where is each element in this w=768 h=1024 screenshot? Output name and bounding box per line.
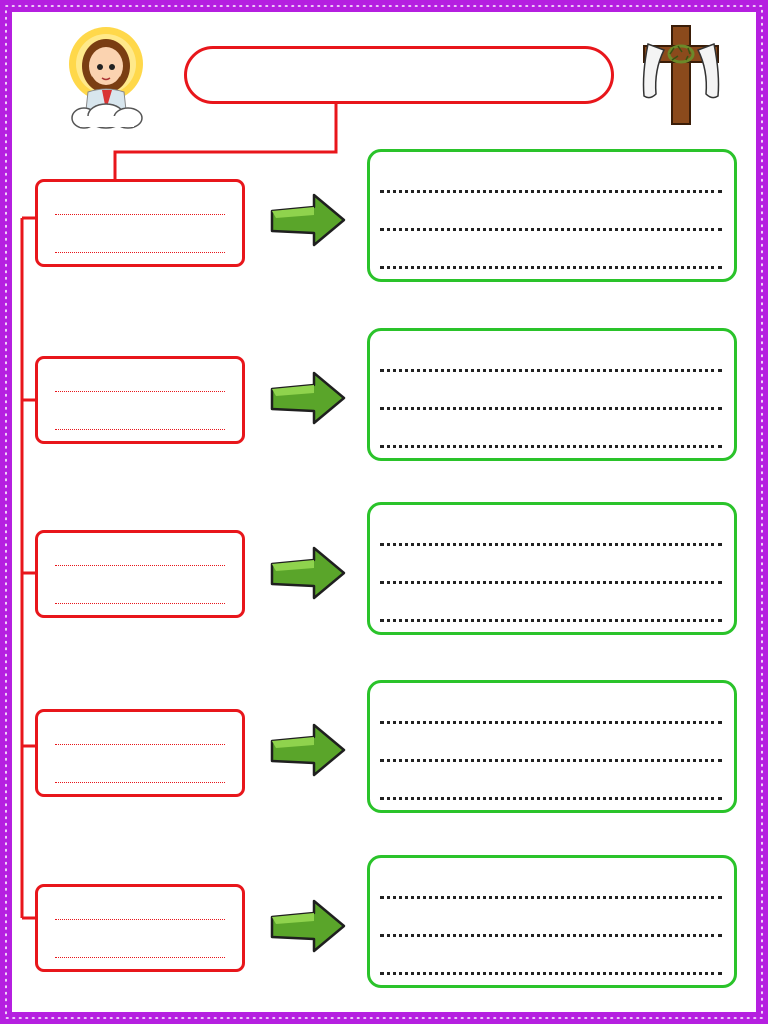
answer-line-1a <box>380 190 722 193</box>
jesus-cartoon-icon <box>69 27 143 129</box>
answer-line-1b <box>380 228 722 231</box>
label-line-3a <box>55 565 225 566</box>
label-line-3b <box>55 603 225 604</box>
answer-line-4c <box>380 797 722 800</box>
label-line-5a <box>55 919 225 920</box>
answer-line-2b <box>380 407 722 410</box>
right-arrow-icon <box>270 371 346 425</box>
right-arrow-icon <box>270 546 346 600</box>
answer-line-3a <box>380 543 722 546</box>
answer-line-2c <box>380 445 722 448</box>
answer-line-3b <box>380 581 722 584</box>
cross-with-cloth-and-crown-icon <box>642 25 720 125</box>
answer-line-5b <box>380 934 722 937</box>
label-box-1[interactable] <box>35 179 245 267</box>
answer-line-5c <box>380 972 722 975</box>
right-arrow-icon <box>270 899 346 953</box>
label-box-3[interactable] <box>35 530 245 618</box>
label-box-5[interactable] <box>35 884 245 972</box>
right-arrow-icon <box>270 193 346 247</box>
answer-line-5a <box>380 896 722 899</box>
answer-box-1[interactable] <box>367 149 737 282</box>
label-line-1a <box>55 214 225 215</box>
answer-box-5[interactable] <box>367 855 737 988</box>
label-line-2b <box>55 429 225 430</box>
answer-line-4a <box>380 721 722 724</box>
answer-line-2a <box>380 369 722 372</box>
label-line-4a <box>55 744 225 745</box>
right-arrow-icon <box>270 723 346 777</box>
answer-line-1c <box>380 266 722 269</box>
label-line-5b <box>55 957 225 958</box>
label-line-2a <box>55 391 225 392</box>
title-box[interactable] <box>184 46 614 104</box>
label-box-4[interactable] <box>35 709 245 797</box>
answer-box-2[interactable] <box>367 328 737 461</box>
label-line-4b <box>55 782 225 783</box>
answer-box-4[interactable] <box>367 680 737 813</box>
label-line-1b <box>55 252 225 253</box>
answer-line-4b <box>380 759 722 762</box>
label-box-2[interactable] <box>35 356 245 444</box>
answer-line-3c <box>380 619 722 622</box>
answer-box-3[interactable] <box>367 502 737 635</box>
